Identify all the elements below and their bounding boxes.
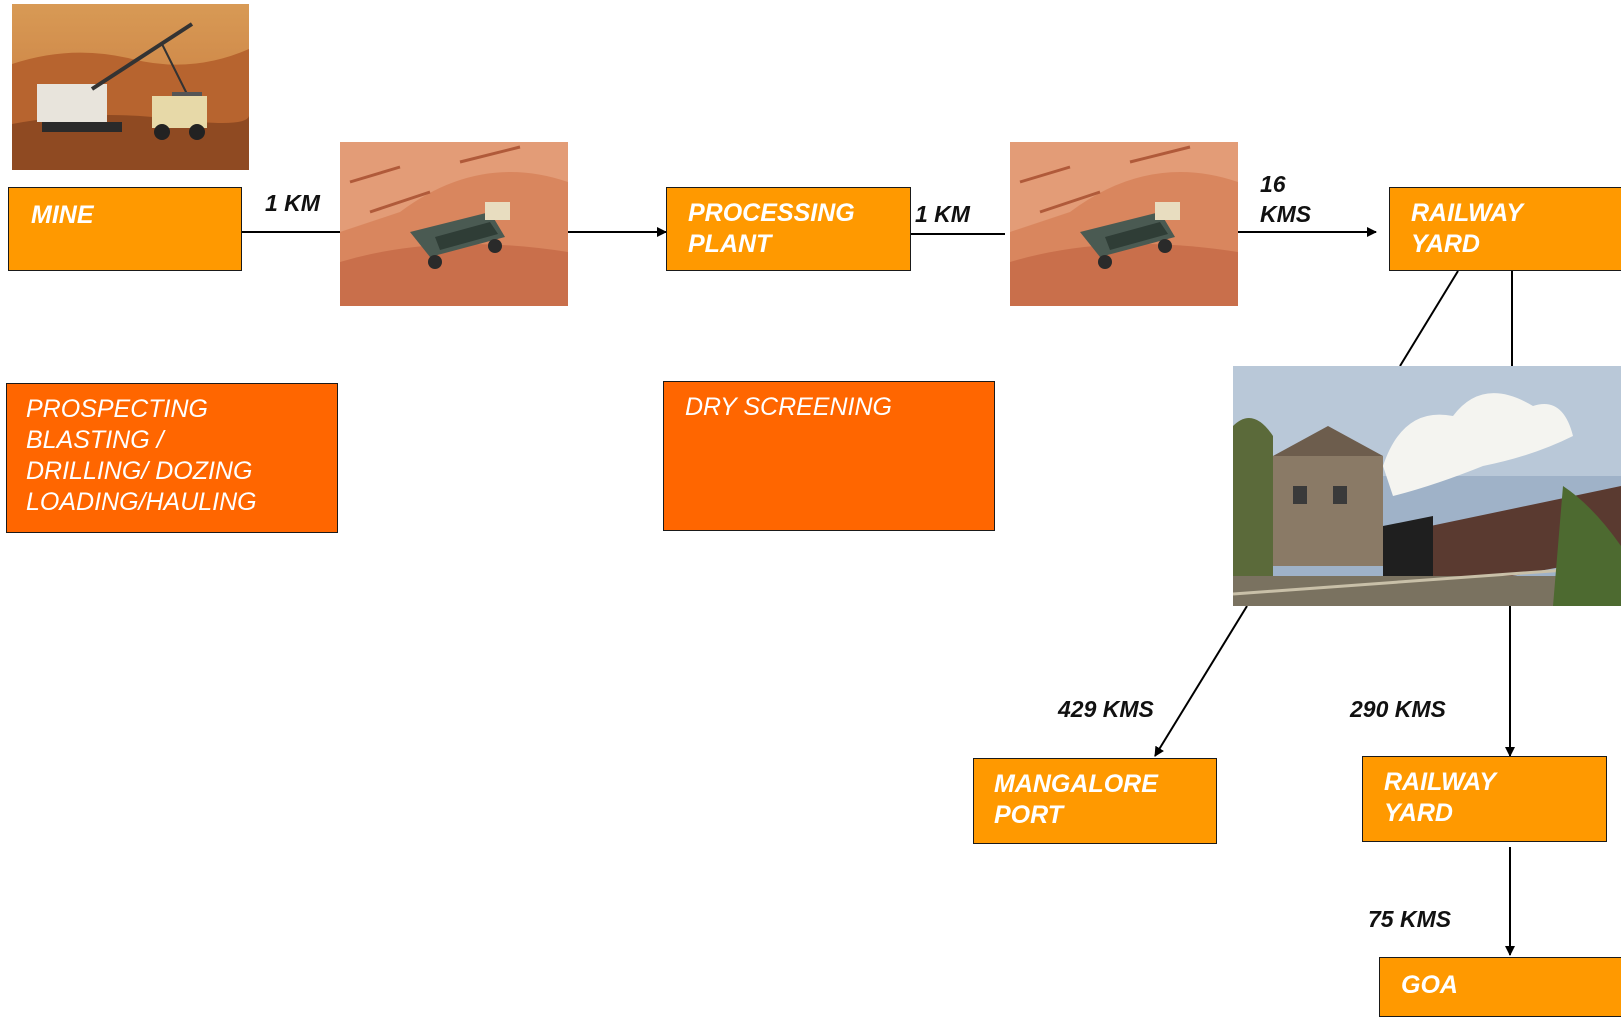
- activity-dry-screening-text: DRY SCREENING: [685, 393, 892, 421]
- stage-railway-yard-2: RAILWAY YARD: [1362, 756, 1607, 842]
- steam-train-photo: [1233, 366, 1621, 606]
- stage-mangalore-port: MANGALORE PORT: [973, 758, 1217, 844]
- stage-mine: MINE: [8, 187, 242, 271]
- stage-mangalore-port-label: MANGALORE PORT: [994, 770, 1158, 829]
- distance-to-goa: 75 KMS: [1368, 906, 1452, 932]
- distance-plant-to-truck: 1 KM: [915, 201, 970, 227]
- stage-railway-yard-1-label: RAILWAY YARD: [1411, 199, 1524, 258]
- activity-mine-operations-text: PROSPECTING BLASTING / DRILLING/ DOZING …: [26, 395, 257, 516]
- distance-to-railway-yard-2: 290 KMS: [1350, 696, 1446, 722]
- stage-processing-plant-label: PROCESSING PLANT: [688, 199, 855, 258]
- stage-processing-plant: PROCESSING PLANT: [666, 187, 911, 271]
- arrow-train-to-mangalore: [1154, 605, 1248, 757]
- stage-goa: GOA: [1379, 957, 1621, 1017]
- distance-to-mangalore: 429 KMS: [1058, 696, 1154, 722]
- stage-mine-label: MINE: [31, 201, 94, 229]
- stage-railway-yard-2-label: RAILWAY YARD: [1384, 768, 1497, 827]
- stage-railway-yard-1: RAILWAY YARD: [1389, 187, 1621, 271]
- mine-photo: [12, 4, 249, 170]
- activity-mine-operations: PROSPECTING BLASTING / DRILLING/ DOZING …: [6, 383, 338, 533]
- stage-goa-label: GOA: [1401, 971, 1458, 999]
- haul-truck-photo-1: [340, 142, 568, 306]
- haul-truck-photo-2: [1010, 142, 1238, 306]
- activity-dry-screening: DRY SCREENING: [663, 381, 995, 531]
- distance-mine-to-truck: 1 KM: [265, 190, 320, 216]
- connector-yard-to-train-left: [1399, 270, 1459, 367]
- distance-truck-to-railway-yard: 16 KMS: [1260, 171, 1312, 227]
